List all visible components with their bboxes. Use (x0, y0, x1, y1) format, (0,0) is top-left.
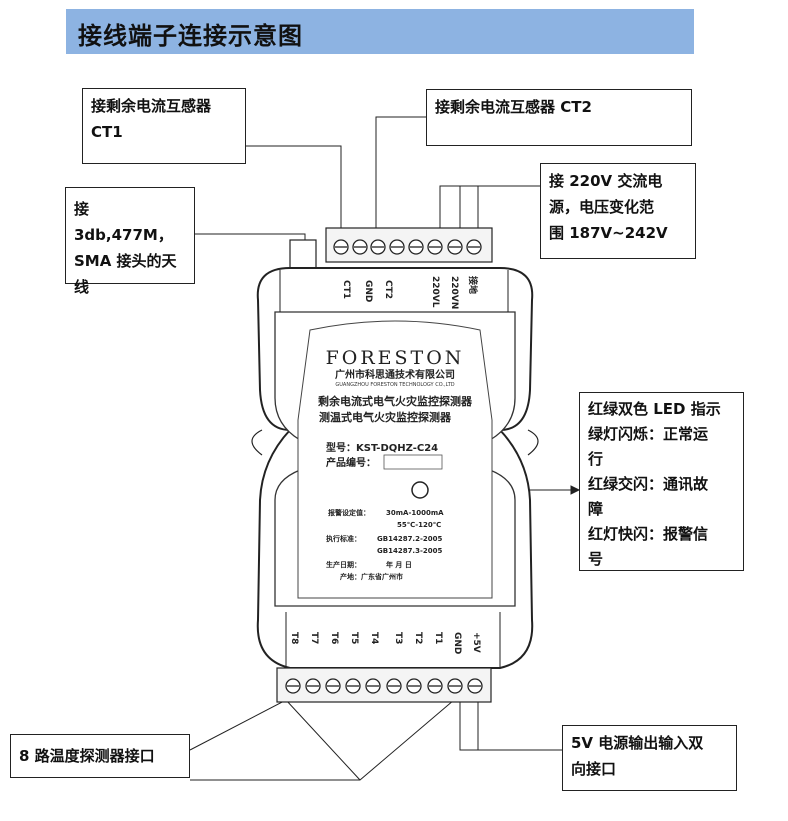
bottom-label-t1: T1 (433, 632, 443, 644)
company-en: GUANGZHOU FORESTON TECHNOLOGY CO.,LTD (335, 382, 454, 388)
alarm-setting-label: 报警设定值： (328, 508, 370, 517)
product-line-1: 剩余电流式电气火灾监控探测器 (318, 394, 473, 408)
standard-2: GB14287.3-2005 (377, 547, 442, 555)
origin-text: 产地：广东省广州市 (340, 572, 403, 581)
temperature-callout-text: 8 路温度探测器接口 (19, 747, 155, 765)
top-label-220vn: 220VN (449, 276, 459, 309)
top-label-220vl: 220VL (430, 276, 440, 308)
v5-callout: 5V 电源输出输入双 向接口 (562, 725, 737, 791)
bottom-label-t7: T7 (309, 632, 319, 644)
bottom-label-t5: T5 (349, 632, 359, 644)
alarm-setting-value-1: 30mA-1000mA (386, 509, 444, 517)
temp-line-b (190, 699, 455, 781)
ct1-line (246, 145, 342, 228)
led-callout-text: 红绿双色 LED 指示 绿灯闪烁：正常运 行 红绿交闪：通讯故 障 红灯快闪：报… (588, 400, 721, 568)
v5-line-a (459, 700, 562, 751)
date-value: 年 月 日 (386, 560, 412, 569)
antenna-callout-text: 接 3db,477M， SMA 接头的天 线 (74, 200, 177, 296)
temperature-callout: 8 路温度探测器接口 (10, 734, 190, 778)
company-cn: 广州市科思通技术有限公司 (335, 368, 455, 381)
bottom-terminal-labels: T8 T7 T6 T5 T4 T3 T2 T1 GND +5V (289, 632, 481, 654)
antenna-callout: 接 3db,477M， SMA 接头的天 线 (65, 187, 195, 296)
brand-logo: FORESTON (326, 347, 465, 369)
bottom-label-gnd: GND (452, 632, 462, 654)
top-label-ct1: CT1 (341, 280, 351, 299)
status-led (411, 481, 429, 499)
top-label-ground: 接地 (467, 276, 479, 294)
power-line-a (439, 185, 540, 228)
top-label-gnd: GND (363, 280, 373, 302)
date-label: 生产日期： (326, 560, 361, 569)
top-terminal-labels: CT1 GND CT2 220VL 220VN 接地 (341, 276, 479, 309)
bottom-label-t6: T6 (329, 632, 339, 644)
power-callout-text: 接 220V 交流电 源，电压变化范 围 187V~242V (549, 172, 668, 242)
ct1-callout-text: 接剩余电流互感器 CT1 (91, 97, 212, 141)
bottom-terminal-block (276, 667, 492, 703)
alarm-setting-value-2: 55℃-120℃ (397, 521, 441, 529)
bottom-label-t3: T3 (393, 632, 403, 644)
top-terminal-block (325, 227, 493, 263)
device-label: FORESTON 广州市科思通技术有限公司 GUANGZHOU FORESTON… (318, 347, 473, 581)
ct2-line (375, 116, 426, 228)
top-label-ct2: CT2 (383, 280, 393, 299)
bottom-label-t4: T4 (369, 632, 379, 644)
temp-line-a (189, 699, 361, 781)
ct2-callout: 接剩余电流互感器 CT2 (426, 89, 692, 146)
led-arrow (570, 485, 581, 495)
v5-callout-text: 5V 电源输出输入双 向接口 (571, 734, 704, 778)
antenna-connector (289, 239, 317, 269)
serial-label: 产品编号： (326, 456, 376, 469)
standard-1: GB14287.2-2005 (377, 535, 442, 543)
bottom-label-5v: +5V (471, 632, 481, 653)
ct2-callout-text: 接剩余电流互感器 CT2 (435, 98, 592, 116)
led-callout: 红绿双色 LED 指示 绿灯闪烁：正常运 行 红绿交闪：通讯故 障 红灯快闪：报… (579, 392, 744, 571)
standard-label: 执行标准： (326, 534, 361, 543)
bottom-label-t2: T2 (413, 632, 423, 644)
title-bar: 接线端子连接示意图 (66, 9, 694, 54)
power-callout: 接 220V 交流电 源，电压变化范 围 187V~242V (540, 163, 696, 259)
ct1-callout: 接剩余电流互感器 CT1 (82, 88, 246, 164)
page-title: 接线端子连接示意图 (78, 22, 303, 50)
product-line-2: 测温式电气火灾监控探测器 (319, 410, 452, 424)
bottom-label-t8: T8 (289, 632, 299, 644)
serial-field (383, 454, 443, 470)
model-text: 型号：KST-DQHZ-C24 (326, 441, 438, 454)
